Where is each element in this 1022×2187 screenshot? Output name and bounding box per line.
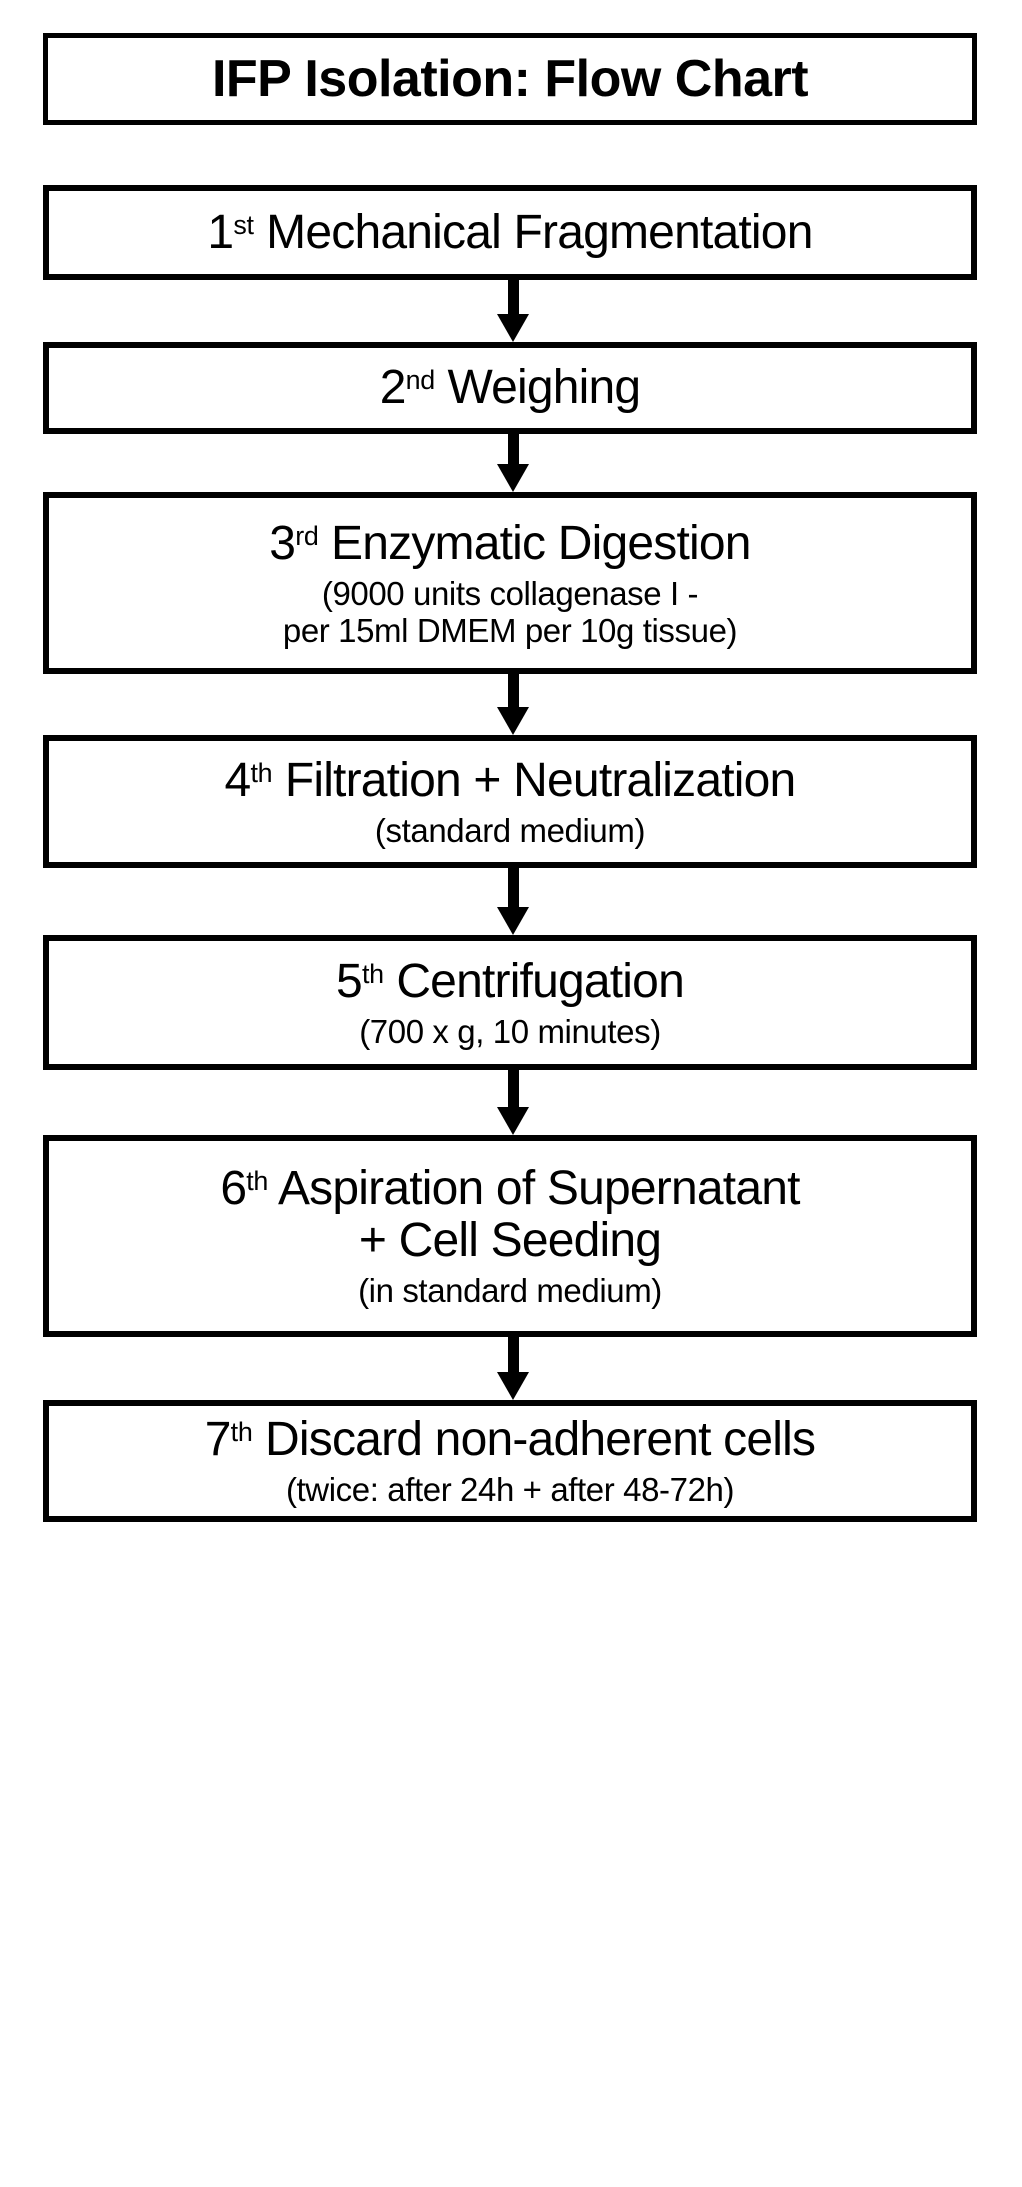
step-5-ordinal-suffix: th <box>361 958 384 989</box>
step-4-title: Filtration + Neutralization <box>284 753 796 807</box>
step-3-label: 3rd Enzymatic Digestion <box>269 516 751 570</box>
process-step-1: 1st Mechanical Fragmentation <box>43 185 977 280</box>
arrow-shaft <box>508 674 519 711</box>
step-7-detail-line-1: (twice: after 24h + after 48-72h) <box>285 1471 735 1508</box>
step-3-detail-line-2: per 15ml DMEM per 10g tissue) <box>282 611 738 649</box>
step-6-title: Aspiration of Supernatant <box>277 1162 801 1215</box>
step-5-title: Centrifugation <box>396 954 684 1008</box>
step-1-label: 1st Mechanical Fragmentation <box>207 205 813 259</box>
step-5-detail-line-1: (700 x g, 10 minutes) <box>359 1012 661 1050</box>
step-6-ordinal-suffix: th <box>246 1166 269 1197</box>
arrow-head-icon <box>497 707 529 735</box>
step-1-ordinal-suffix: st <box>233 209 254 240</box>
step-7-title: Discard non-adherent cells <box>265 1413 816 1466</box>
step-7-label: 7th Discard non-adherent cells <box>204 1413 816 1466</box>
arrow-head-icon <box>497 1107 529 1135</box>
arrow-shaft <box>508 1337 519 1376</box>
arrow-step2-to-step3 <box>497 434 529 492</box>
arrow-head-icon <box>497 314 529 342</box>
arrow-head-icon <box>497 464 529 492</box>
arrow-step4-to-step5 <box>497 868 529 935</box>
step-4-ordinal-suffix: th <box>250 757 273 788</box>
step-4-detail-line-1: (standard medium) <box>374 811 646 849</box>
step-5-ordinal: 5 <box>336 954 363 1008</box>
step-4-ordinal: 4 <box>224 753 252 807</box>
step-2-ordinal: 2 <box>379 361 407 414</box>
step-3-detail-line-1: (9000 units collagenase I - <box>321 574 699 612</box>
process-step-3: 3rd Enzymatic Digestion (9000 units coll… <box>43 492 977 674</box>
arrow-shaft <box>508 434 519 468</box>
process-step-5: 5th Centrifugation (700 x g, 10 minutes) <box>43 935 977 1070</box>
chart-title-box: IFP Isolation: Flow Chart <box>43 33 977 125</box>
arrow-step3-to-step4 <box>497 674 529 735</box>
arrow-step5-to-step6 <box>497 1070 529 1135</box>
process-step-2: 2nd Weighing <box>43 342 977 434</box>
step-3-title: Enzymatic Digestion <box>331 516 751 570</box>
step-4-label: 4th Filtration + Neutralization <box>224 753 797 807</box>
step-2-ordinal-suffix: nd <box>405 365 436 396</box>
arrow-head-icon <box>497 907 529 935</box>
arrow-step6-to-step7 <box>497 1337 529 1400</box>
step-6-detail-line-1: (in standard medium) <box>358 1272 662 1309</box>
step-6-label: 6th Aspiration of Supernatant <box>220 1162 801 1215</box>
step-7-ordinal-suffix: th <box>230 1417 253 1448</box>
process-step-4: 4th Filtration + Neutralization (standar… <box>43 735 977 868</box>
step-3-ordinal: 3 <box>269 516 296 570</box>
process-step-7: 7th Discard non-adherent cells (twice: a… <box>43 1400 977 1522</box>
arrow-step1-to-step2 <box>497 280 529 342</box>
arrow-shaft <box>508 280 519 318</box>
arrow-head-icon <box>497 1372 529 1400</box>
step-6-title-line-2: + Cell Seeding <box>358 1214 662 1267</box>
step-1-title: Mechanical Fragmentation <box>266 205 813 259</box>
step-5-label: 5th Centrifugation <box>336 954 685 1008</box>
step-1-ordinal: 1 <box>207 205 234 259</box>
arrow-shaft <box>508 1070 519 1111</box>
step-7-ordinal: 7 <box>204 1413 232 1466</box>
step-2-title: Weighing <box>447 361 641 414</box>
step-6-ordinal: 6 <box>220 1162 247 1215</box>
page-title: IFP Isolation: Flow Chart <box>211 50 809 108</box>
arrow-shaft <box>508 868 519 911</box>
step-3-ordinal-suffix: rd <box>295 520 319 551</box>
step-2-label: 2nd Weighing <box>380 364 641 412</box>
process-step-6: 6th Aspiration of Supernatant + Cell See… <box>43 1135 977 1337</box>
